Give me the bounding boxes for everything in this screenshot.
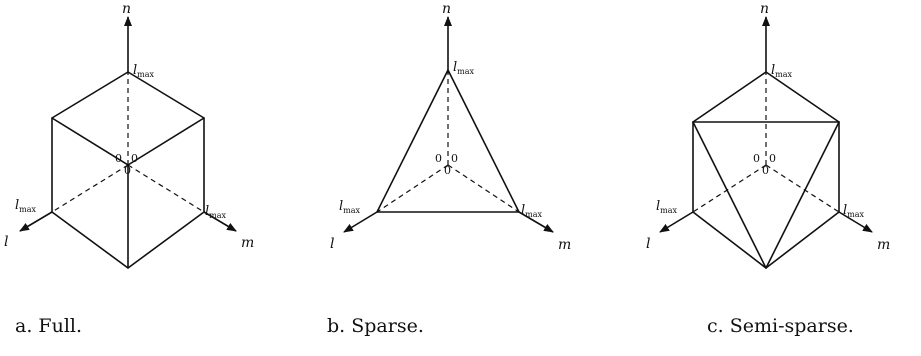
hidden-edge-l: [376, 164, 449, 213]
axis-label-l: l: [330, 236, 334, 252]
panel-sparse: 0 0 0 n l m lmax lmax lmax b. Sparse.: [327, 1, 571, 337]
panel-semi-sparse: 0 0 0 n l m lmax lmax lmax c. Semi-spars…: [646, 1, 890, 337]
lmax-label-m: lmax: [205, 204, 227, 220]
axis-l: [659, 211, 694, 233]
origin-label-top-right: 0: [451, 152, 458, 165]
origin-label-top-right: 0: [131, 152, 138, 165]
axis-label-l: l: [646, 236, 650, 252]
front-edge-right: [127, 117, 205, 166]
caption-semi-sparse: c. Semi-sparse.: [707, 315, 854, 337]
hidden-edge-l: [51, 164, 129, 213]
lmax-label-l: lmax: [656, 199, 678, 215]
diagonal-right: [765, 121, 840, 269]
lmax-label-n: lmax: [771, 63, 793, 79]
axis-label-m: m: [877, 237, 890, 253]
lmax-label-l: lmax: [15, 198, 37, 214]
origin-label-bottom: 0: [124, 164, 131, 177]
hidden-edge-l: [692, 164, 767, 213]
lmax-label-n: lmax: [133, 63, 155, 79]
axis-label-n: n: [122, 1, 131, 17]
origin-label-top-left: 0: [115, 152, 122, 165]
lmax-label-m: lmax: [521, 203, 543, 219]
axis-label-n: n: [760, 1, 769, 17]
panel-full: 0 0 0 n l m lmax lmax lmax a. Full.: [4, 1, 254, 337]
axis-label-l: l: [4, 234, 8, 250]
axis-label-n: n: [442, 1, 451, 17]
origin-label-top-right: 0: [769, 152, 776, 165]
hidden-edge-m: [765, 164, 840, 213]
caption-full: a. Full.: [15, 315, 82, 337]
axis-m: [518, 211, 554, 233]
axis-label-m: m: [241, 235, 254, 251]
lmax-label-n: lmax: [453, 60, 475, 76]
caption-sparse: b. Sparse.: [327, 315, 424, 337]
lmax-label-l: lmax: [339, 199, 361, 215]
axis-m: [203, 211, 237, 232]
lmax-label-m: lmax: [843, 203, 865, 219]
axis-label-m: m: [558, 237, 571, 253]
hidden-edge-m: [447, 164, 520, 213]
origin-label-bottom: 0: [762, 164, 769, 177]
diagonal-left: [692, 121, 767, 269]
hidden-edge-m: [127, 164, 205, 213]
axis-l: [19, 211, 53, 232]
triangle-outline: [376, 69, 520, 213]
origin-label-bottom: 0: [444, 164, 451, 177]
axis-l: [343, 211, 378, 233]
origin-label-top-left: 0: [753, 152, 760, 165]
origin-label-top-left: 0: [435, 152, 442, 165]
axis-m: [838, 211, 873, 233]
front-edge-left: [51, 117, 129, 166]
